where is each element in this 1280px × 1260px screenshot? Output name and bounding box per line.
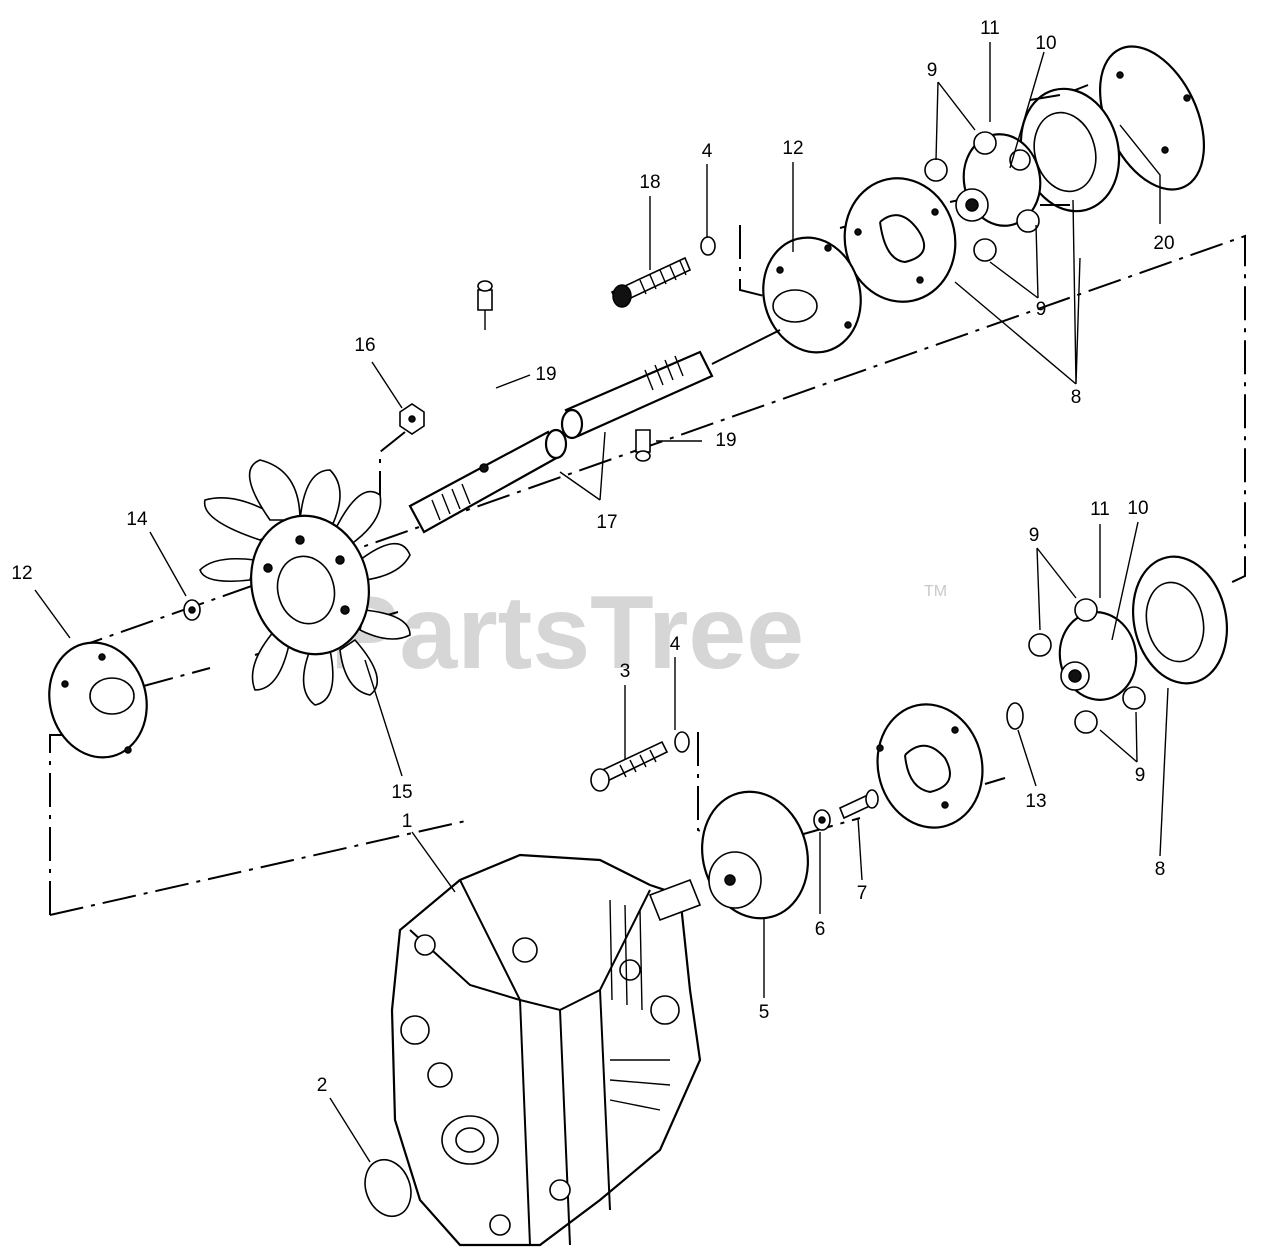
callout-14: 14: [126, 509, 148, 530]
callout-6: 6: [815, 919, 826, 940]
leader-lines: [34, 42, 1169, 1163]
callout-1: 1: [402, 811, 413, 832]
part-1-transmission: [390, 853, 702, 1247]
part-20-cover-plate: [1098, 45, 1206, 191]
callout-2: 2: [317, 1075, 328, 1096]
part-6-washer: [813, 809, 831, 831]
callout-8-lower: 8: [1155, 859, 1166, 880]
part-11-lower-ball-cage: [1058, 611, 1138, 701]
part-4-washer-upper: [700, 236, 716, 256]
part-9-balls-lower: [1028, 598, 1146, 734]
callout-13: 13: [1025, 791, 1046, 812]
part-9-balls-upper: [924, 131, 1040, 262]
part-17-shaft: [408, 329, 781, 534]
callout-10-upper: 10: [1035, 33, 1056, 54]
callout-9-upper-a: 9: [927, 60, 938, 81]
part-7-screw: [838, 789, 879, 820]
callout-9-lower-b: 9: [1135, 765, 1146, 786]
callout-19-b: 19: [715, 430, 736, 451]
callout-20: 20: [1153, 233, 1174, 254]
part-3-bolt: [590, 740, 669, 792]
part-19-fitting-a: [477, 280, 493, 330]
part-11-ball-cage: [955, 133, 1042, 227]
callout-12-left: 12: [11, 563, 32, 584]
callout-4-upper: 4: [702, 141, 713, 162]
part-15-fan: [199, 459, 411, 706]
part-8-lower-housing: [1131, 555, 1229, 685]
callout-4-lower: 4: [670, 634, 681, 655]
watermark-trademark: TM: [924, 583, 947, 600]
callout-19-a: 19: [535, 364, 556, 385]
part-16-nut: [399, 403, 425, 435]
part-19-fitting-b: [635, 429, 651, 462]
callout-10-lower: 10: [1127, 498, 1148, 519]
part-8-upper-housing: [1019, 87, 1121, 213]
callout-12-upper: 12: [782, 138, 803, 159]
callout-9-lower-a: 9: [1029, 525, 1040, 546]
part-13-snap-ring: [1006, 702, 1024, 730]
callout-5: 5: [759, 1002, 770, 1023]
part-18-bolt: [610, 256, 692, 308]
callout-16: 16: [354, 335, 375, 356]
callout-15: 15: [391, 782, 412, 803]
callout-18: 18: [639, 172, 660, 193]
callout-9-upper-b: 9: [1036, 299, 1047, 320]
part-12-left-flange: [48, 641, 148, 759]
part-14-washer: [183, 599, 201, 621]
part-2-o-ring: [364, 1158, 412, 1218]
callout-11-upper: 11: [980, 18, 1000, 39]
callout-labels: 18 4 12 11 10 9 9 20 8 16 19 19 17 14 12…: [11, 18, 1174, 1096]
part-8-coupler-disk-upper: [843, 177, 957, 303]
callout-7: 7: [857, 883, 868, 904]
part-4-washer-lower: [674, 731, 690, 753]
part-12-upper-flange: [762, 236, 862, 354]
part-5-hub: [701, 790, 809, 920]
callout-3: 3: [620, 661, 631, 682]
callout-17: 17: [596, 512, 617, 533]
callout-11-lower: 11: [1090, 499, 1110, 520]
part-8-coupler-disk-lower: [876, 703, 984, 829]
callout-8-upper: 8: [1071, 387, 1082, 408]
